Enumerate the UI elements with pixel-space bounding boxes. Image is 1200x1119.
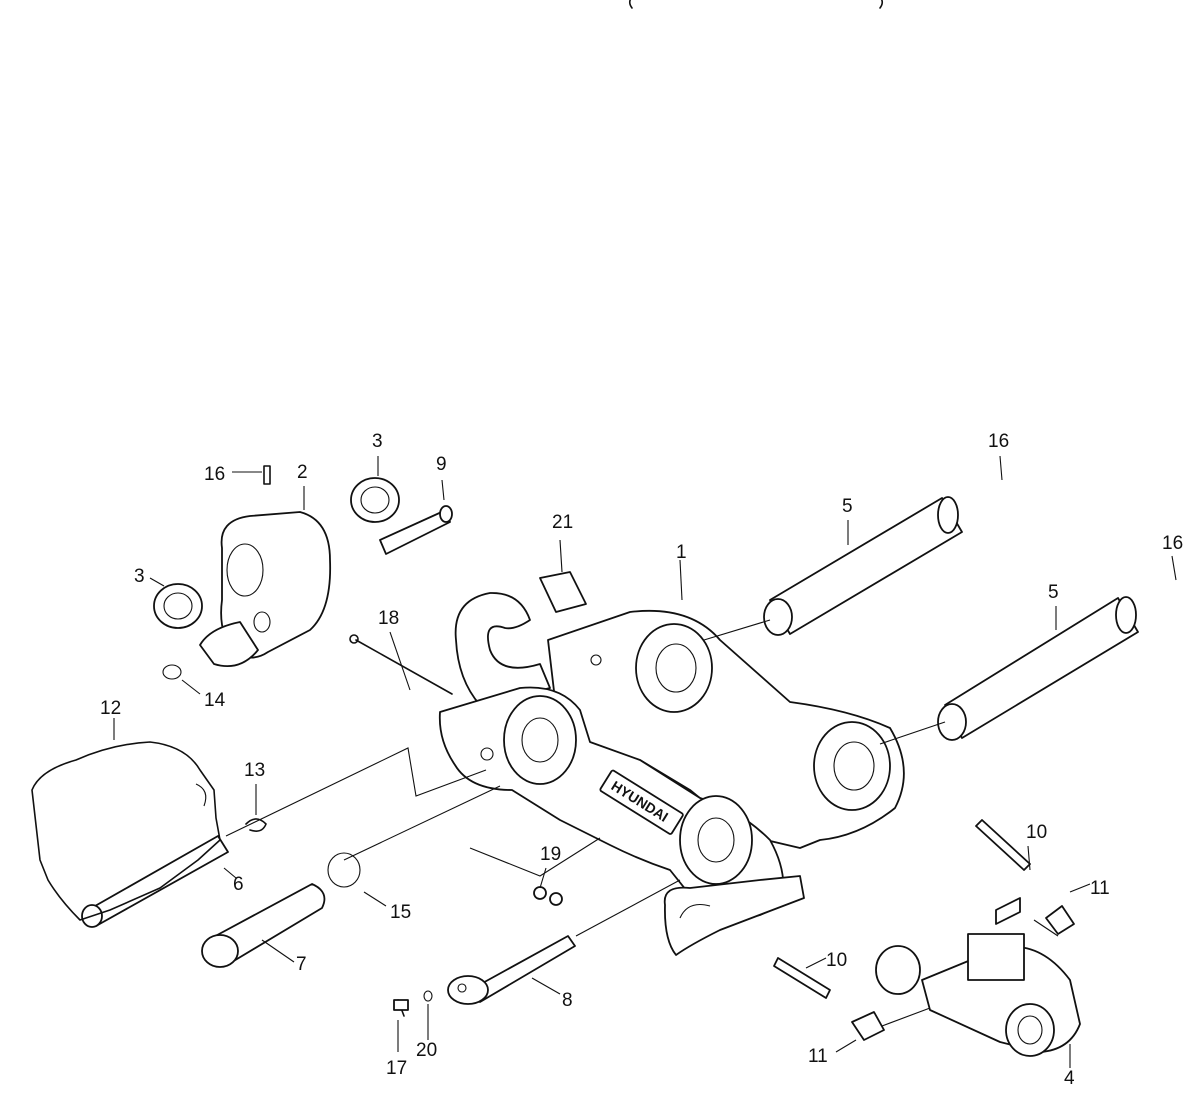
callout-3: 3 bbox=[134, 566, 145, 587]
link-assembly bbox=[153, 465, 400, 680]
callout-5: 5 bbox=[842, 496, 853, 517]
callout-9: 9 bbox=[436, 454, 447, 475]
callout-2: 2 bbox=[297, 462, 308, 483]
quick-coupler-frame: HYUNDAI bbox=[438, 592, 905, 956]
retainers bbox=[245, 571, 1021, 925]
callout-4: 4 bbox=[1064, 1068, 1075, 1089]
callout-12: 12 bbox=[100, 698, 121, 719]
leader-lines bbox=[113, 455, 1177, 1068]
callout-16: 16 bbox=[1162, 533, 1183, 554]
callout-16: 16 bbox=[988, 431, 1009, 452]
callout-7: 7 bbox=[296, 954, 307, 975]
cover-plate bbox=[31, 741, 221, 921]
callout-3: 3 bbox=[372, 431, 383, 452]
pins bbox=[81, 496, 1139, 1017]
callout-13: 13 bbox=[244, 760, 265, 781]
callout-19: 19 bbox=[540, 844, 561, 865]
cylinder-assembly bbox=[773, 819, 1081, 1057]
callout-18: 18 bbox=[378, 608, 399, 629]
callout-17: 17 bbox=[386, 1058, 407, 1079]
callout-5: 5 bbox=[1048, 582, 1059, 603]
callout-11: 11 bbox=[808, 1046, 828, 1067]
callout-20: 20 bbox=[416, 1040, 437, 1061]
callout-10: 10 bbox=[826, 950, 847, 971]
header-fragment bbox=[628, 0, 884, 9]
callout-14: 14 bbox=[204, 690, 226, 711]
callout-8: 8 bbox=[562, 990, 573, 1011]
callout-10: 10 bbox=[1026, 822, 1047, 843]
callout-labels: 1 2 3 3 4 5 5 6 7 8 9 10 10 11 11 12 13 … bbox=[100, 431, 1183, 1089]
callout-1: 1 bbox=[676, 542, 687, 563]
callout-21: 21 bbox=[552, 512, 573, 533]
callout-6: 6 bbox=[233, 874, 244, 895]
callout-11: 11 bbox=[1090, 878, 1110, 899]
callout-15: 15 bbox=[390, 902, 411, 923]
callout-16: 16 bbox=[204, 464, 225, 485]
